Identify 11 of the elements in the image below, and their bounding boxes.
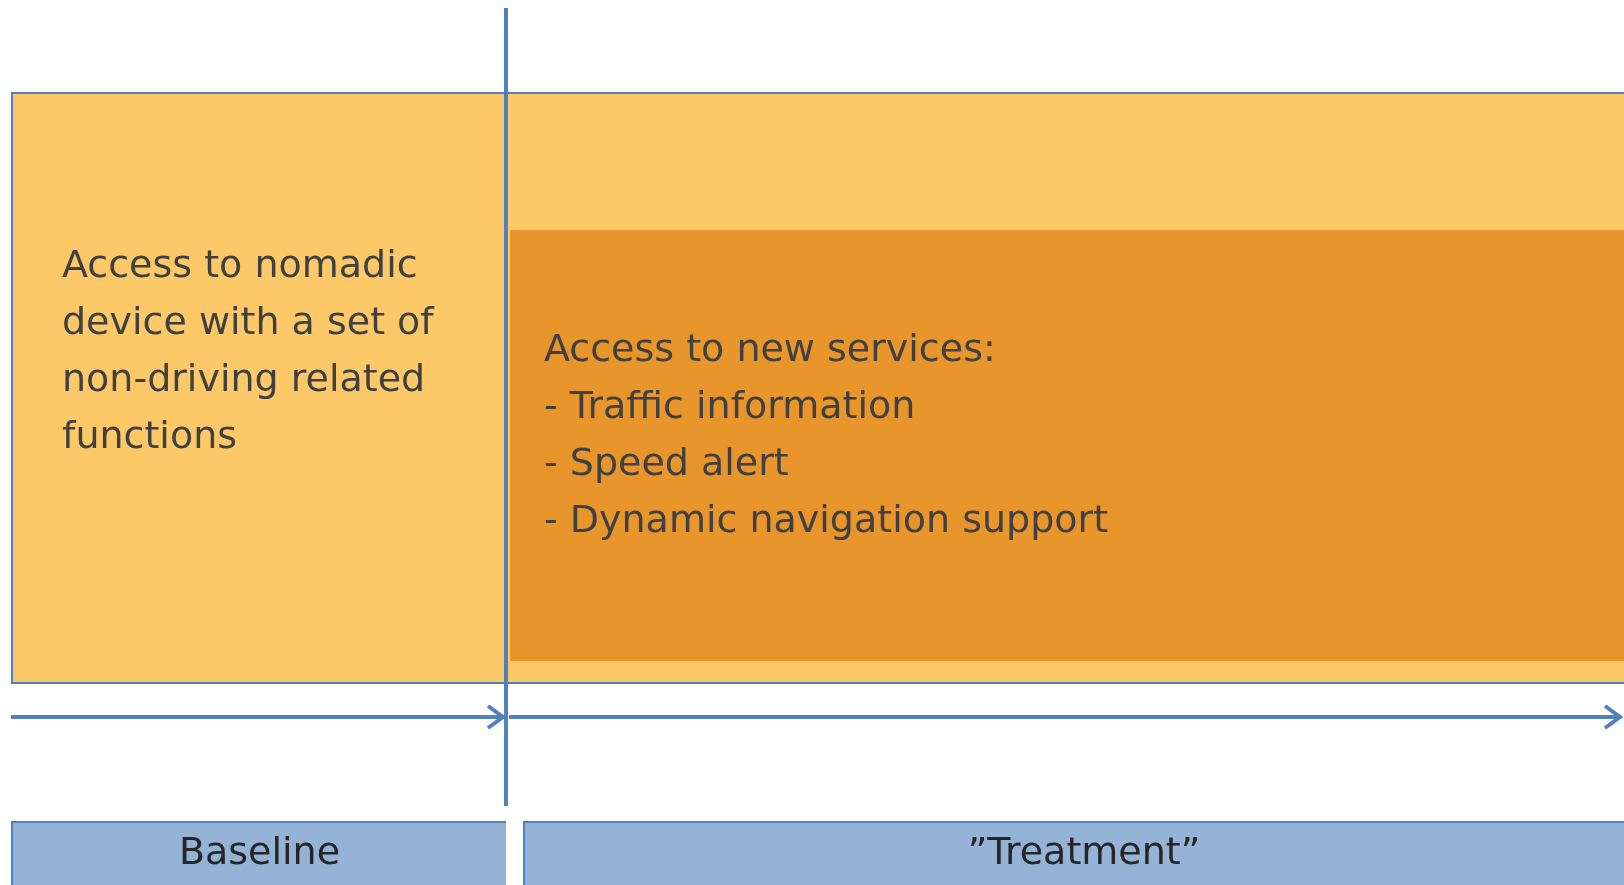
services-heading: Access to new services: — [544, 325, 997, 372]
phase-label-box — [523, 821, 1624, 885]
service-item: - Traffic information — [544, 382, 917, 429]
service-item: - Dynamic navigation support — [544, 496, 1109, 543]
phase-label: ”Treatment” — [967, 829, 1201, 873]
description-text: Access to nomadic device with a set of non-driving related functions — [62, 241, 436, 459]
service-item: - Speed alert — [544, 439, 790, 486]
phase-label-box — [11, 821, 506, 885]
phase-panel — [11, 92, 1624, 684]
services-panel — [510, 230, 1624, 661]
phase-label: Baseline — [178, 829, 341, 873]
